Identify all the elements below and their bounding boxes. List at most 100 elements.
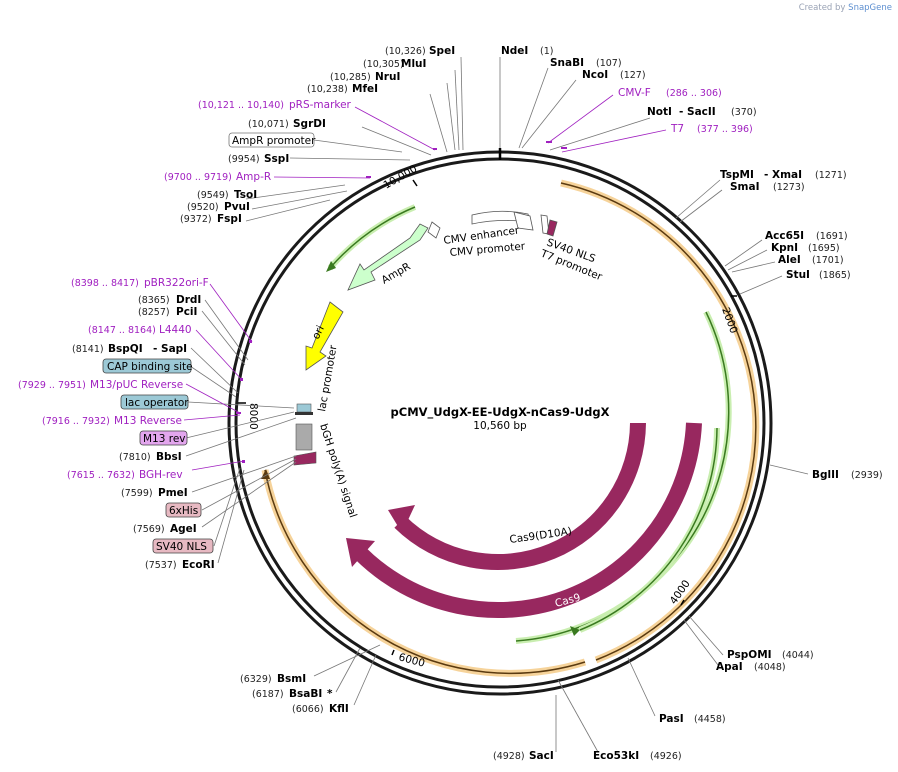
tick-2000: 2000 — [719, 306, 739, 335]
site-mlui: MluI — [401, 58, 426, 70]
site-bglii-pos: (2939) — [851, 470, 883, 481]
site-tsoi: TsoI — [234, 189, 257, 201]
orf-orange-right-core — [560, 182, 757, 661]
his-nls-feature — [293, 451, 317, 466]
site-acc65i-pos: (1691) — [816, 231, 848, 242]
site-tspmi: TspMI — [720, 169, 754, 181]
site-alei-pos: (1701) — [812, 255, 844, 266]
site-alei: AleI — [778, 254, 801, 266]
orf-green-left — [327, 204, 417, 270]
site-sspi: SspI — [264, 153, 289, 165]
site-kpni: KpnI — [771, 242, 798, 254]
site-pspomi-pos: (4044) — [782, 650, 814, 661]
cas9-d10a-arc — [394, 422, 646, 570]
site-ndei-pos: (1) — [540, 46, 553, 57]
site-spei-pos: (10,326) — [385, 46, 426, 57]
site-mfei: MfeI — [352, 83, 378, 95]
site-noti-pos: (370) — [731, 107, 757, 118]
site-kfli-pos: (6066) — [292, 704, 324, 715]
site-bsmi-pos: (6329) — [240, 674, 272, 685]
feature-box-6xhis: 6xHis — [165, 502, 202, 518]
t7-promoter-feature — [546, 219, 558, 237]
site-pasi-pos: (4458) — [694, 714, 726, 725]
tick-8000: 8000 — [247, 403, 259, 430]
site-stui: StuI — [786, 269, 810, 281]
site-ndei: NdeI — [501, 45, 528, 57]
site-saci-pos: (4928) — [493, 751, 525, 762]
ampr-feature — [347, 223, 429, 291]
primer-m13-rev-range: (7916 .. 7932) — [42, 416, 110, 427]
snapgene-credit: Created by SnapGene — [798, 3, 892, 13]
site-bbsi: BbsI — [156, 451, 182, 463]
site-ncoi: NcoI — [582, 69, 608, 81]
primer-amp-r-range: (9700 .. 9719) — [164, 172, 232, 183]
cmv-promoter-feature — [513, 211, 534, 231]
feature-box-m13-rev: M13 rev — [139, 430, 188, 446]
site-sspi-pos: (9954) — [228, 154, 260, 165]
site-sgrdi-pos: (10,071) — [248, 119, 289, 130]
site-pasi: PasI — [659, 713, 684, 725]
site-pvui-pos: (9520) — [187, 202, 219, 213]
site-eco53ki-pos: (4926) — [650, 751, 682, 762]
orf-orange-bottom-core — [264, 469, 586, 675]
bgh-polya-feature — [295, 423, 313, 451]
site-bspqi-pos: (8141) — [72, 344, 104, 355]
site-mlui-pos: (10,305) — [363, 59, 404, 70]
site-mfei-pos: (10,238) — [307, 84, 348, 95]
site-bspqi: BspQI — [108, 343, 143, 355]
site-fspi: FspI — [217, 213, 242, 225]
primer-cmv-f-range: (286 .. 306) — [666, 88, 722, 99]
primer-l4440: L4440 — [159, 324, 192, 336]
svg-text:6xHis: 6xHis — [169, 505, 198, 517]
site-kpni-pos: (1695) — [808, 243, 840, 254]
site-sgrdi: SgrDI — [293, 118, 326, 130]
site-noti: NotI — [647, 106, 672, 118]
site-pmei: PmeI — [158, 487, 188, 499]
site-acc65i: Acc65I — [765, 230, 804, 242]
svg-text:lac operator: lac operator — [125, 397, 189, 409]
site-saci: SacI — [529, 750, 554, 762]
svg-text:M13 rev: M13 rev — [143, 433, 186, 445]
site-bsabi: BsaBI — [289, 688, 322, 700]
site-bsabi-star: * — [327, 688, 333, 700]
site-tspmi-pos: (1271) — [815, 170, 847, 181]
svg-text:SV40 NLS: SV40 NLS — [156, 541, 207, 553]
lac-operator-feature — [295, 412, 313, 415]
site-agei: AgeI — [170, 523, 197, 535]
label-bgh-polya: bGH poly(A) signal — [317, 422, 359, 519]
svg-text:CAP binding site: CAP binding site — [107, 361, 193, 373]
ampr-promoter-feature — [427, 221, 441, 239]
orf-green-inner-arrow — [570, 626, 580, 636]
tick-mark-6000 — [391, 649, 395, 656]
site-smai: SmaI — [730, 181, 760, 193]
site-bsmi: BsmI — [277, 673, 306, 685]
cas9-d10a-arrow — [388, 505, 415, 533]
primer-amp-r: Amp-R — [236, 171, 271, 183]
site-ncoi-pos: (127) — [620, 70, 646, 81]
site-snabi-pos: (107) — [596, 58, 622, 69]
lac-promoter-feature — [296, 403, 312, 413]
feature-box-lac-operator: lac operator — [120, 394, 189, 410]
primer-pbr322ori-f: pBR322ori-F — [144, 277, 209, 289]
plasmid-size: 10,560 bp — [473, 420, 527, 432]
site-eco53ki: Eco53kI — [593, 750, 639, 762]
site-stui-pos: (1865) — [819, 270, 851, 281]
primer-bgh-rev: BGH-rev — [139, 469, 183, 481]
cas9-arc — [354, 422, 702, 619]
site-xmai: - XmaI — [764, 169, 802, 181]
site-bsabi-pos: (6187) — [252, 689, 284, 700]
orf-green-inner-core — [579, 427, 718, 631]
site-apai-pos: (4048) — [754, 662, 786, 673]
primer-m13-rev: M13 Reverse — [114, 415, 182, 427]
feature-box-sv40-nls: SV40 NLS — [152, 538, 214, 554]
tick-mark-4000 — [680, 599, 685, 606]
svg-text:AmpR promoter: AmpR promoter — [232, 135, 316, 147]
site-pcii-pos: (8257) — [138, 307, 170, 318]
primer-t7-range: (377 .. 396) — [697, 124, 753, 135]
site-spei: SpeI — [429, 45, 455, 57]
orf-orange-bottom-outer — [261, 469, 587, 677]
orf-green-left-core — [329, 206, 416, 269]
site-drdi-pos: (8365) — [138, 295, 170, 306]
plasmid-name: pCMV_UdgX-EE-UdgX-nCas9-UdgX — [391, 405, 610, 420]
